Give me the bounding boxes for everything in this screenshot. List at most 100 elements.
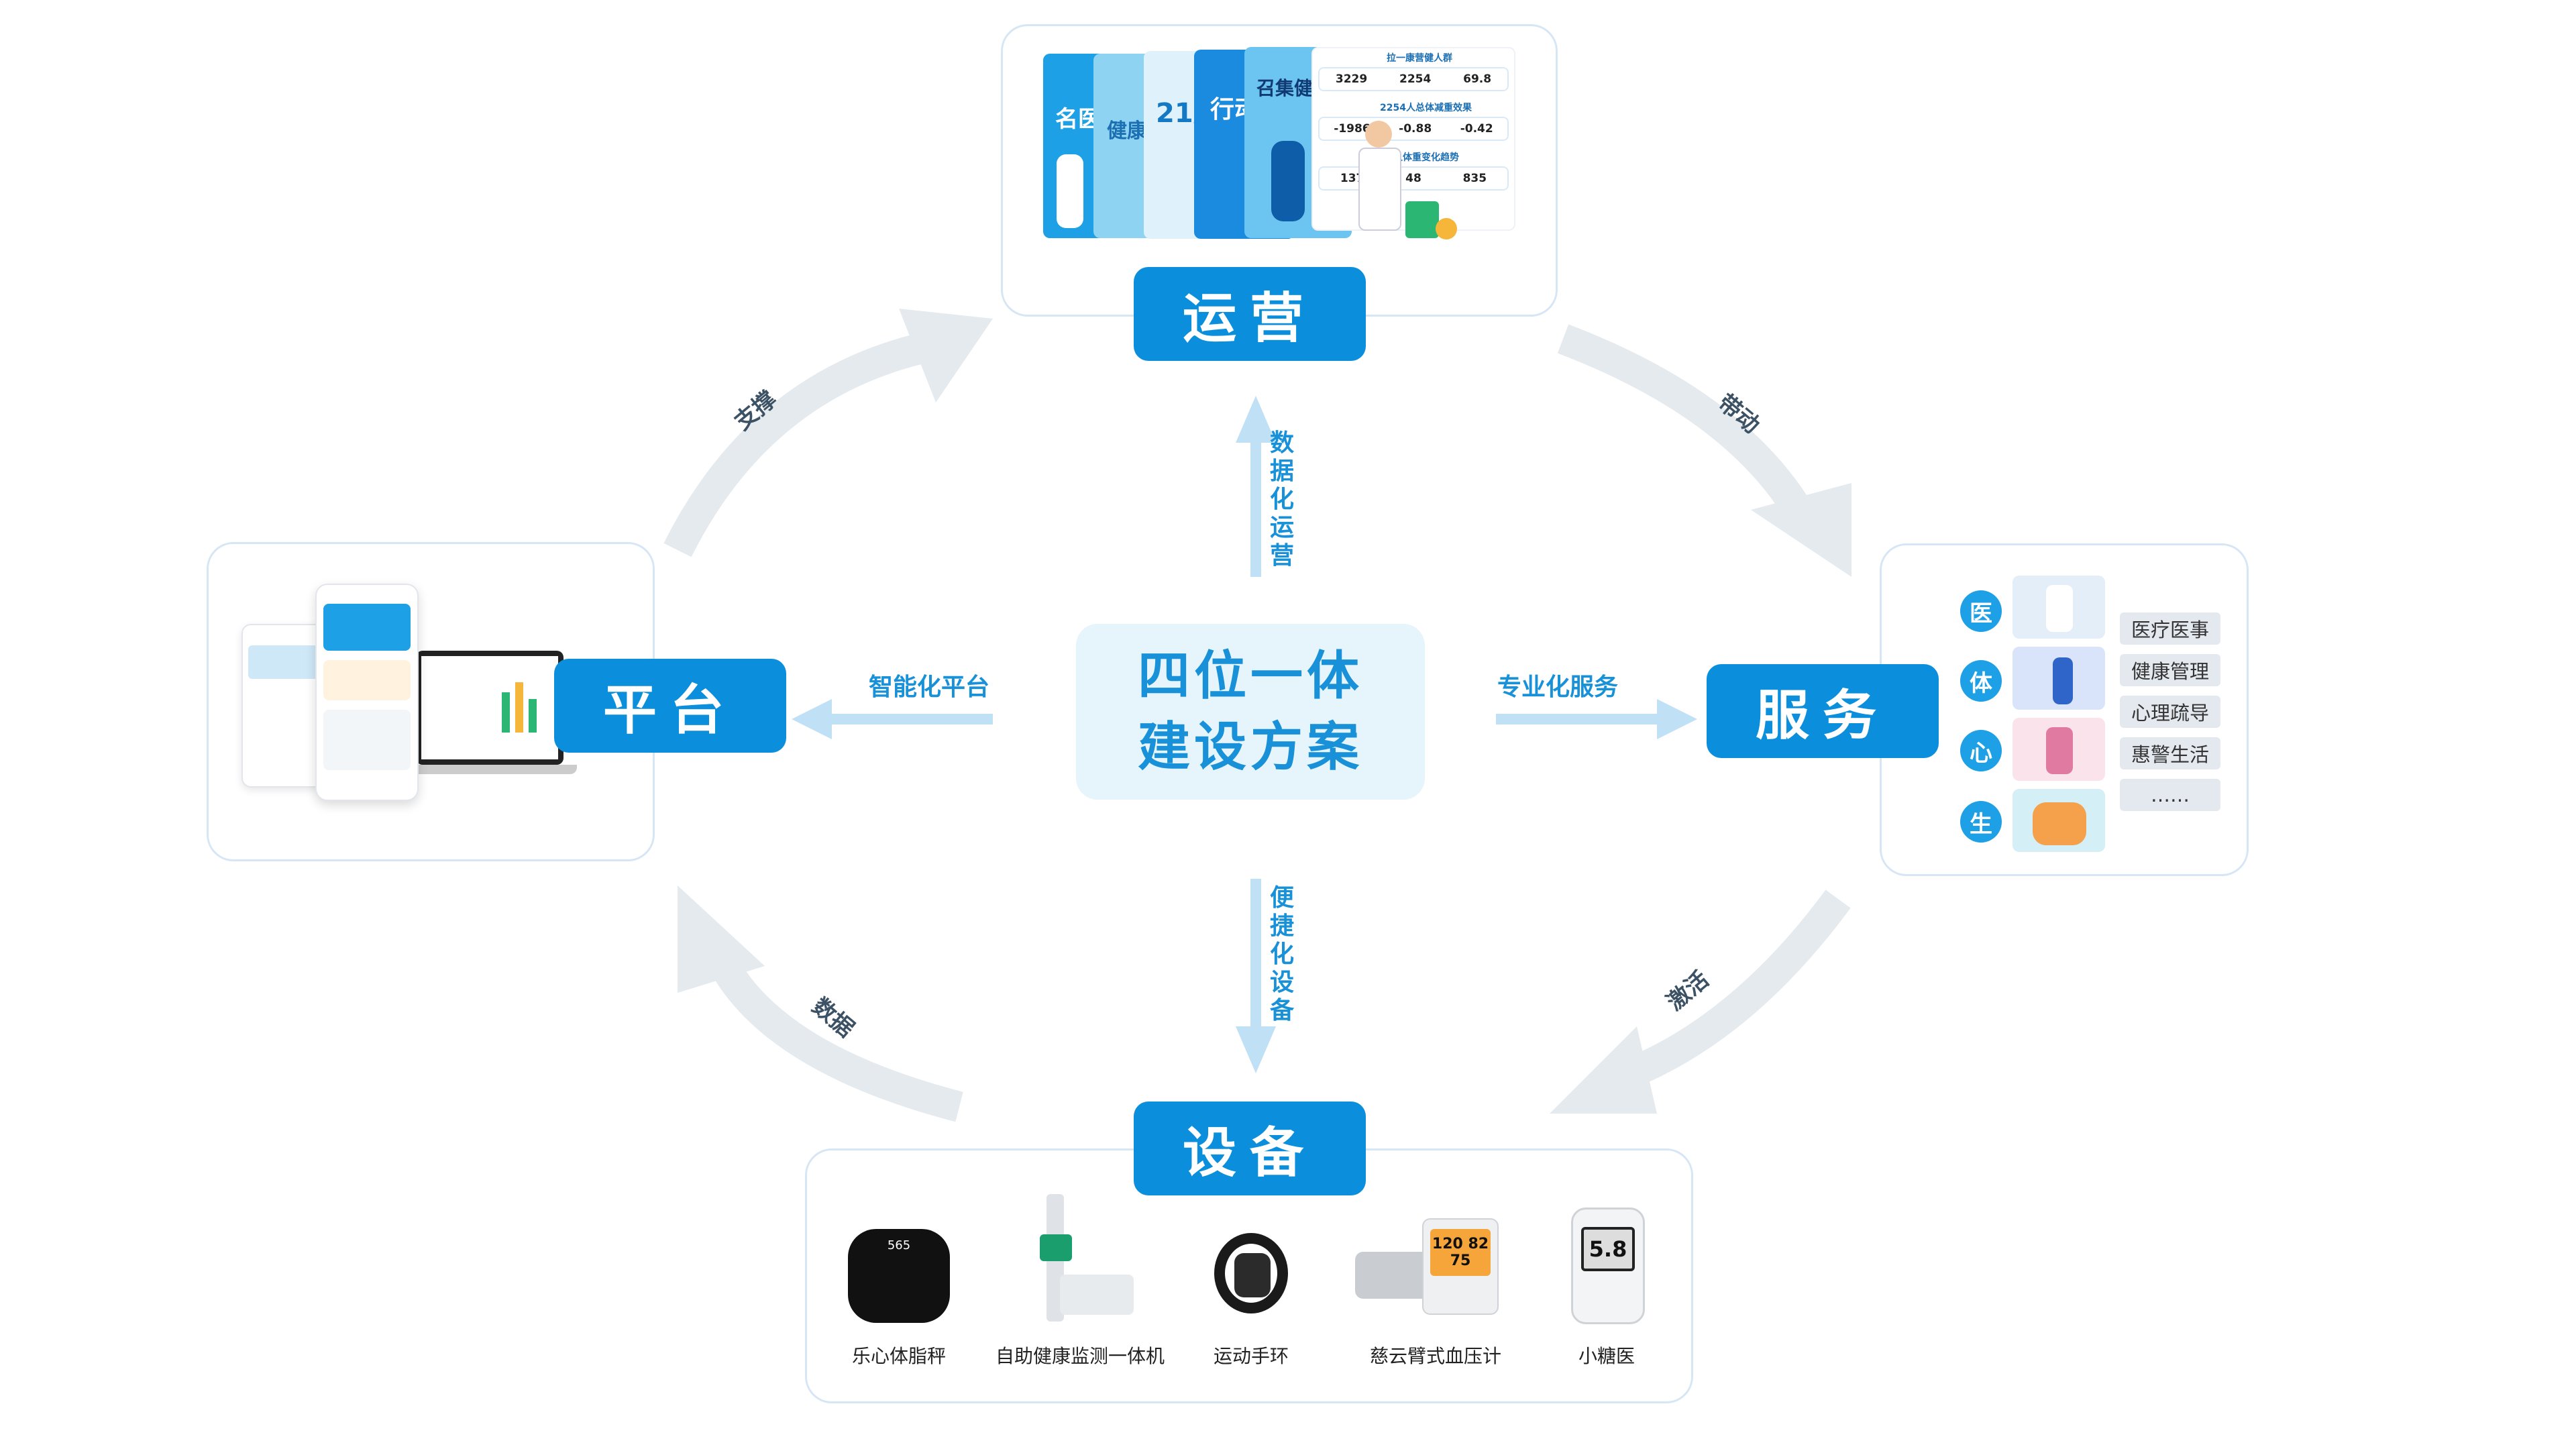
arrow-activate [1624,890,1851,1088]
laptop-screen [416,651,564,765]
arrow-left-shaft [832,714,993,724]
tag-medical: 医疗医事 [2120,612,2220,645]
phone-back [241,624,325,788]
device-glucose: 5.8 [1571,1208,1645,1324]
dash-row-1: 3229 2254 69.8 [1318,67,1509,91]
dash-title-2: 2254人总体减重效果 [1380,103,1472,113]
label-smart-platform: 智能化平台 [869,674,990,701]
laptop-bar-3 [529,699,537,733]
center-block: 四位一体 建设方案 [1076,624,1425,800]
platform-devices [241,584,577,805]
node-devices: 设备 [1134,1102,1366,1195]
arrow-support [663,333,923,557]
family-figure [2033,802,2086,845]
bp-display: 120 82 75 [1430,1229,1491,1276]
device-kiosk [1020,1194,1140,1328]
tag-health: 健康管理 [2120,654,2220,686]
glucose-screen: 5.8 [1581,1227,1635,1271]
tag-more: …… [2120,779,2220,811]
dash-stat-3c: 835 [1462,172,1487,185]
nurse-body [1358,148,1401,231]
device-scale: 565 [848,1229,950,1323]
arrow-support-head [899,309,993,402]
node-service: 服务 [1707,664,1939,758]
counselor-figure [2046,727,2073,774]
poster-5-runner [1271,141,1305,221]
circle-physical: 体 [1960,660,2002,702]
label-band: 运动手环 [1213,1345,1289,1367]
poster-2-text: 健康 [1107,119,1147,143]
kiosk-screen [1040,1234,1072,1261]
phone-front [315,584,419,801]
arrow-down-head [1236,1026,1276,1073]
dash-stat-2a: -1986 [1334,122,1371,136]
dash-stat-2c: -0.42 [1460,122,1493,136]
nurse-head [1365,121,1392,148]
coin-icon [1436,218,1457,239]
arrow-right-shaft [1496,714,1657,724]
service-img-fitness [2012,647,2105,710]
bp-body: 120 82 75 [1422,1218,1499,1315]
center-line2: 建设方案 [1137,717,1363,777]
nurse-illustration [1358,121,1401,241]
dash-stat-3b: 48 [1405,172,1421,185]
doctor-figure [2046,585,2073,632]
node-operations: 运营 [1134,267,1366,361]
dash-title-1: 拉一康营健人群 [1387,53,1452,64]
arrow-right-head [1657,699,1697,739]
label-scale: 乐心体脂秤 [852,1345,947,1367]
tag-mental: 心理疏导 [2120,696,2220,728]
label-kiosk: 自助健康监测一体机 [995,1345,1165,1367]
label-glucose: 小糖医 [1578,1345,1635,1367]
phone-front-banner [323,604,411,651]
laptop-bar-1 [502,692,510,733]
circle-medical: 医 [1960,590,2002,632]
service-img-doctor [2012,576,2105,639]
arrow-drive [1557,324,1811,519]
band-face [1234,1253,1271,1297]
operations-posters: 名医 健康 21天 行动 召集健康 拉一康营健人群 3229 2254 69.8… [1043,47,1515,248]
phone-front-card [323,660,411,700]
poster-1-text: 名医 [1055,106,1101,133]
ops-dashboard: 拉一康营健人群 3229 2254 69.8 2254人总体减重效果 -1986… [1311,47,1515,231]
laptop-display [421,656,558,759]
dash-row-3: 137 48 835 [1318,166,1509,191]
circle-mental: 心 [1960,730,2002,771]
arrow-data [711,958,963,1122]
phone-back-banner [248,645,318,679]
runner-figure [2053,657,2073,704]
arrow-up-shaft [1250,443,1261,577]
arrow-data-head [678,885,765,993]
center-line1: 四位一体 [1137,646,1363,706]
kiosk-seat [1060,1275,1134,1315]
arrow-drive-head [1751,483,1851,577]
device-band [1208,1226,1295,1320]
arrow-down-shaft [1250,879,1261,1026]
dash-title-3: 人体重变化趋势 [1393,152,1459,163]
laptop-base [402,765,577,774]
circle-life: 生 [1960,801,2002,843]
dash-stat-1c: 69.8 [1463,72,1492,86]
label-pro-service: 专业化服务 [1497,674,1619,701]
dash-stat-2b: -0.88 [1399,122,1432,136]
label-convenient-device: 便捷化设备 [1269,884,1294,1024]
arrow-activate-head [1550,1026,1657,1114]
label-bp: 慈云臂式血压计 [1369,1345,1501,1367]
node-platform: 平台 [554,659,786,753]
arrow-up-head [1236,396,1276,443]
dash-stat-3a: 137 [1340,172,1364,185]
dash-stat-1b: 2254 [1399,72,1432,86]
tag-life: 惠警生活 [2120,737,2220,769]
label-data-ops: 数据化运营 [1269,429,1294,570]
arrow-left-head [792,699,832,739]
service-img-counsel [2012,718,2105,781]
dash-row-2: -1986 -0.88 -0.42 [1318,117,1509,141]
dash-stat-1a: 3229 [1335,72,1368,86]
laptop-bar-2 [515,682,523,733]
poster-1-figure [1057,154,1083,228]
phone-front-grid [323,710,411,770]
scale-display: 565 [887,1238,911,1252]
device-bp: 120 82 75 [1355,1218,1499,1315]
